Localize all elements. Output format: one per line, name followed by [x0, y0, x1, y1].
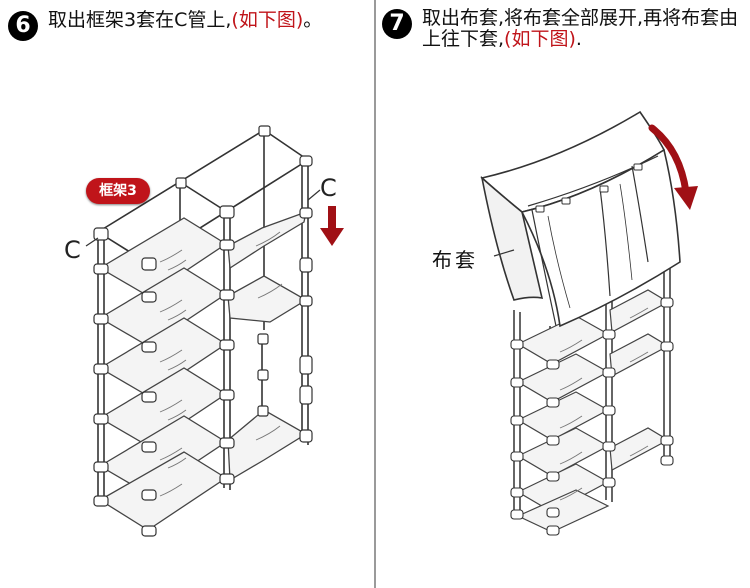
step-6-instruction: 6 取出框架3套在C管上,(如下图)。	[8, 10, 368, 41]
step-7-text-main: 取出布套,将布套全部展开,再将布套由上往下套,	[422, 7, 739, 50]
step-6-number-badge: 6	[8, 11, 38, 41]
c-pointer-right	[307, 189, 321, 201]
step-7-text-end: .	[575, 28, 582, 50]
down-arrow-icon	[320, 206, 344, 246]
rack-shelves-right	[227, 210, 308, 482]
c-pointer-left	[85, 237, 99, 247]
covered-rack-shelves	[516, 289, 670, 533]
shelf-sheen-marks	[159, 231, 283, 497]
c-label-left: C	[64, 236, 81, 264]
step-7-text: 取出布套,将布套全部展开,再将布套由上往下套,(如下图).	[422, 8, 746, 50]
frame-3-callout: 框架3	[86, 178, 150, 204]
fabric-cover-label: 布套	[432, 248, 478, 272]
step-6-text: 取出框架3套在C管上,(如下图)。	[48, 10, 322, 31]
zipper-pull-marks	[535, 163, 643, 213]
step-7-instruction: 7 取出布套,将布套全部展开,再将布套由上往下套,(如下图).	[382, 8, 746, 50]
step-7-number-badge: 7	[382, 9, 412, 39]
c-label-right: C	[320, 174, 337, 202]
rack-shelves-left	[98, 217, 228, 531]
covered-rack-connectors	[510, 297, 674, 536]
step-6-text-ref: (如下图)	[231, 9, 304, 31]
fabric-cover	[480, 110, 681, 328]
curved-down-arrow-icon	[648, 124, 698, 210]
panel-divider	[374, 0, 376, 588]
rack-connectors	[93, 125, 313, 537]
covered-rack-sheen	[559, 307, 649, 501]
cover-label-pointer	[493, 249, 515, 257]
step-7-text-ref: (如下图)	[504, 28, 576, 50]
step-6-text-end: 。	[303, 9, 323, 31]
step-6-text-main: 取出框架3套在C管上,	[48, 9, 232, 31]
